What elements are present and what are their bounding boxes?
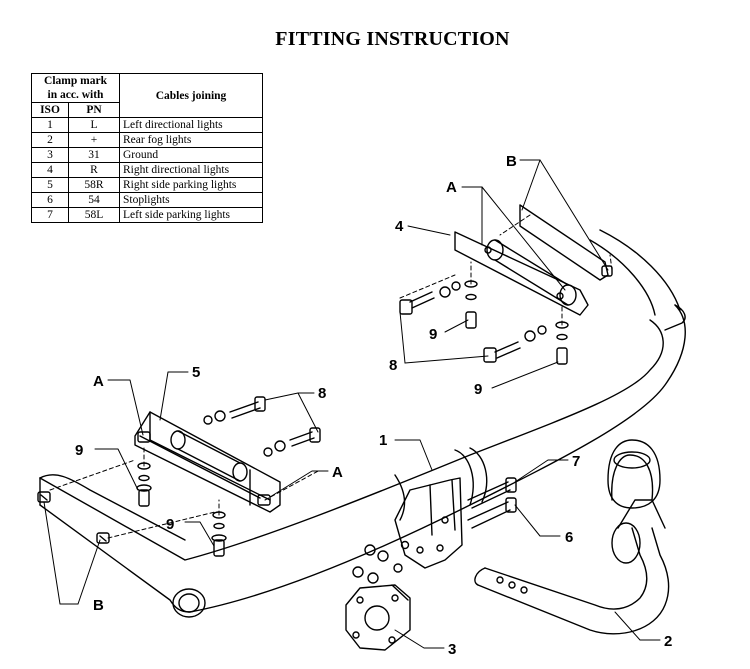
header-pn: PN — [68, 102, 120, 118]
bolts-8-left — [203, 396, 321, 457]
label-b-bottom: B — [93, 597, 104, 614]
clamp-table: Clamp mark in acc. with Cables joining I… — [31, 73, 263, 223]
cross-beam — [39, 229, 686, 618]
socket-plate — [345, 544, 411, 651]
label-2: 2 — [664, 633, 672, 650]
tow-arm — [474, 439, 670, 635]
label-4: 4 — [395, 218, 404, 235]
left-mounting-bracket — [134, 411, 281, 513]
bolts-8-right — [399, 281, 547, 363]
header-cables-joining: Cables joining — [119, 73, 263, 118]
label-7: 7 — [572, 453, 580, 470]
label-b-top: B — [506, 153, 517, 170]
label-a-left: A — [93, 373, 104, 390]
label-9-right-upper: 9 — [429, 326, 437, 343]
bolts-left — [37, 491, 110, 544]
label-3: 3 — [448, 641, 456, 658]
label-9-left-lower: 9 — [166, 516, 174, 533]
label-a-mid: A — [332, 464, 343, 481]
label-a-top: A — [446, 179, 457, 196]
label-9-right-lower: 9 — [474, 381, 482, 398]
label-9-left-upper: 9 — [75, 442, 83, 459]
label-6: 6 — [565, 529, 573, 546]
bolts-6-7 — [467, 477, 517, 529]
label-1: 1 — [379, 432, 387, 449]
page-title: FITTING INSTRUCTION — [275, 28, 510, 50]
label-8-left: 8 — [318, 385, 326, 402]
right-mounting-bracket — [454, 204, 613, 316]
leader-lines — [43, 159, 661, 649]
label-5: 5 — [192, 364, 200, 381]
dashed-guides — [49, 214, 613, 539]
bolts-9-right — [464, 280, 569, 365]
label-8-right: 8 — [389, 357, 397, 374]
header-clamp-mark: Clamp mark in acc. with — [31, 73, 120, 103]
bolts-9-left — [136, 462, 227, 557]
